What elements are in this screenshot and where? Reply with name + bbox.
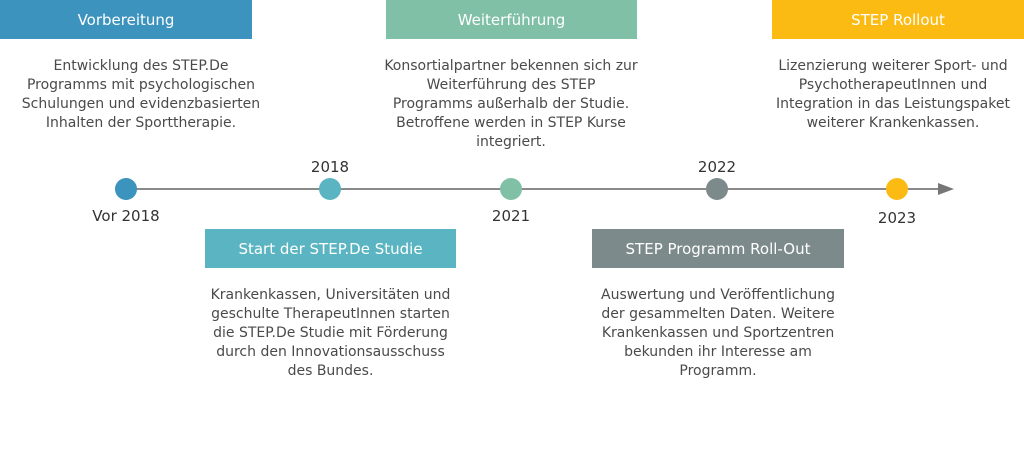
desc-line: Krankenkassen und Sportzentren — [601, 325, 835, 341]
desc-line: PsychotherapeutInnen und — [798, 77, 988, 93]
timeline-dot-2023 — [886, 178, 908, 200]
phase-box-vorbereitung: Vorbereitung — [0, 0, 252, 39]
year-label-2023: 2023 — [877, 209, 917, 227]
phase-title-programm-rollout: STEP Programm Roll-Out — [625, 239, 811, 258]
phase-box-step-rollout: STEP Rollout — [772, 0, 1024, 39]
desc-line: Programms außerhalb der Studie. — [392, 96, 630, 112]
desc-line: Inhalten der Sporttherapie. — [45, 115, 237, 131]
desc-line: Weiterführung des STEP — [426, 77, 596, 93]
desc-start: Krankenkassen, Universitäten und geschul… — [190, 286, 471, 381]
desc-line: die STEP.De Studie mit Förderung — [213, 325, 448, 341]
desc-weiterfuehrung: Konsortialpartner bekennen sich zur Weit… — [372, 57, 650, 152]
desc-vorbereitung: Entwicklung des STEP.De Programms mit ps… — [0, 57, 282, 133]
timeline-dot-2021 — [500, 178, 522, 200]
desc-line: Krankenkassen, Universitäten und — [210, 287, 451, 303]
desc-line: des Bundes. — [287, 363, 374, 379]
phase-title-step-rollout: STEP Rollout — [851, 10, 945, 29]
desc-line: Schulungen und evidenzbasierten — [21, 96, 261, 112]
desc-line: weiterer Krankenkassen. — [806, 115, 980, 131]
phase-title-start: Start der STEP.De Studie — [238, 239, 423, 258]
phase-box-weiterfuehrung: Weiterführung — [386, 0, 637, 39]
desc-line: geschulte TherapeutInnen starten — [211, 306, 450, 322]
desc-line: bekunden ihr Interesse am — [624, 344, 812, 360]
desc-line: integriert. — [476, 134, 546, 150]
desc-line: Integration in das Leistungspaket — [776, 96, 1010, 112]
phase-title-vorbereitung: Vorbereitung — [77, 10, 175, 29]
desc-line: Lizenzierung weiterer Sport- und — [778, 58, 1008, 74]
phase-title-weiterfuehrung: Weiterführung — [457, 10, 566, 29]
desc-line: Betroffene werden in STEP Kurse — [396, 115, 626, 131]
timeline-dot-2022 — [706, 178, 728, 200]
year-label-vor2018: Vor 2018 — [92, 207, 160, 225]
timeline-dot-2018 — [319, 178, 341, 200]
timeline-dot-vor2018 — [115, 178, 137, 200]
desc-line: Entwicklung des STEP.De — [53, 58, 229, 74]
desc-programm-rollout: Auswertung und Veröffentlichung der gesa… — [578, 286, 858, 381]
desc-line: durch den Innovationsausschuss — [216, 344, 445, 360]
timeline-line — [118, 188, 940, 190]
desc-line: Programms mit psychologischen — [26, 77, 256, 93]
desc-step-rollout: Lizenzierung weiterer Sport- und Psychot… — [762, 57, 1024, 133]
phase-box-start: Start der STEP.De Studie — [205, 229, 456, 268]
desc-line: Auswertung und Veröffentlichung — [601, 287, 835, 303]
timeline-arrow-icon — [938, 183, 954, 195]
desc-line: Konsortialpartner bekennen sich zur — [384, 58, 638, 74]
desc-line: Programm. — [679, 363, 757, 379]
year-label-2021: 2021 — [491, 207, 531, 225]
year-label-2018: 2018 — [310, 158, 350, 176]
year-label-2022: 2022 — [697, 158, 737, 176]
phase-box-programm-rollout: STEP Programm Roll-Out — [592, 229, 844, 268]
desc-line: der gesammelten Daten. Weitere — [601, 306, 835, 322]
